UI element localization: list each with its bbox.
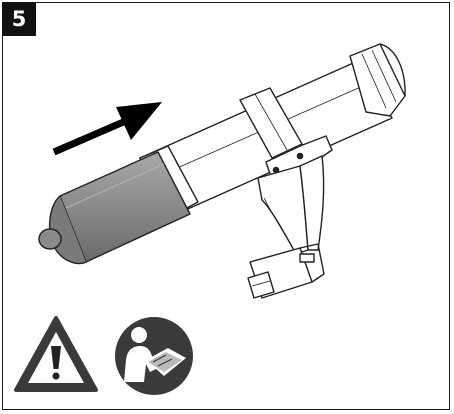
cartridge: [38, 151, 191, 265]
read-manual-icon: [115, 317, 193, 395]
dispenser-body: [139, 43, 406, 299]
warning-triangle-icon: [14, 316, 98, 392]
step-number-badge: 5: [2, 2, 36, 36]
insert-direction-arrow-icon: [52, 102, 162, 156]
